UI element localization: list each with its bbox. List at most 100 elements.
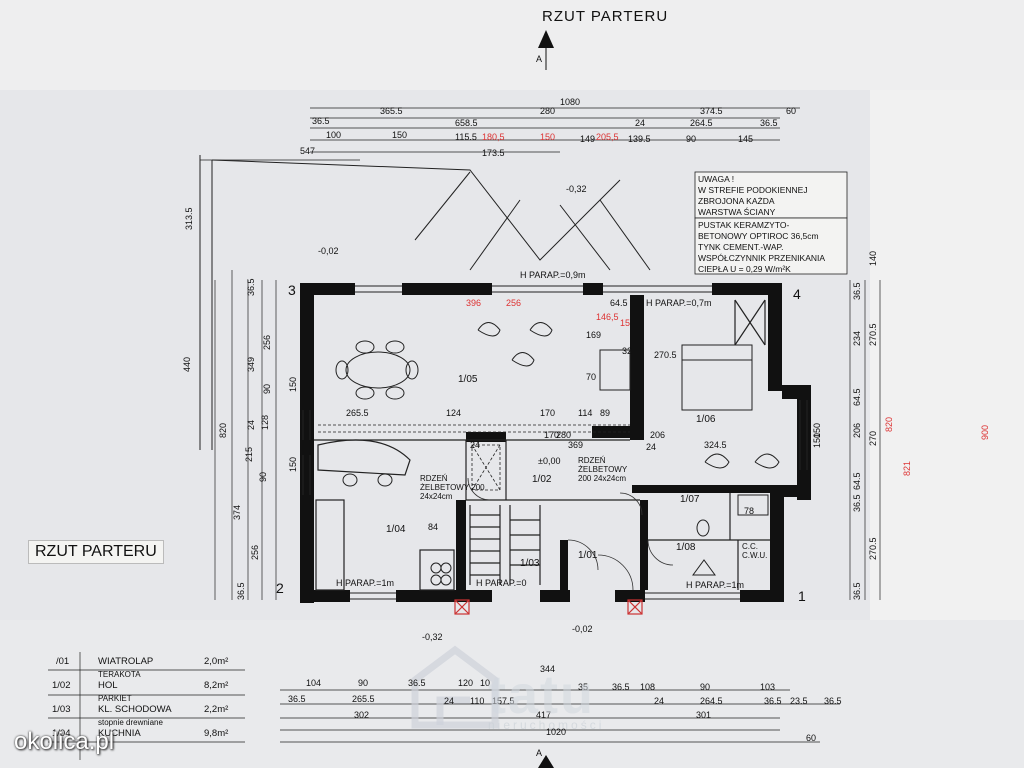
room-label-1-01: 1/01 (578, 550, 598, 561)
dimension-label: 145 (738, 134, 754, 144)
dimension-label: 89 (600, 408, 611, 418)
dimension-label: 110 (470, 696, 485, 706)
dimension-label: 658.5 (455, 118, 478, 128)
legend-no: /01 (56, 656, 70, 667)
legend-finish: PARKIET (98, 694, 132, 703)
dimension-label: 324.5 (704, 440, 727, 450)
warning-note: UWAGA ! W STREFIE PODOKIENNEJ ZBROJONA K… (698, 174, 848, 218)
dimension-label: 120 (458, 678, 474, 688)
room-label-1-05: 1/05 (458, 374, 478, 385)
dimension-label: 36.5 (312, 116, 330, 126)
dimension-label: 10 (480, 678, 491, 688)
legend-row: 1/03 KL. SCHODOWA 2,2m² (52, 704, 228, 715)
axis-marker: A (536, 748, 543, 758)
dimension-label: 90 (262, 383, 272, 394)
dimension-label: 270.5 (868, 537, 878, 560)
core-note: RDZEŃ ŻELBETOWY 200 24x24cm (578, 456, 628, 483)
dimension-label: 36.5 (852, 282, 862, 300)
dimension-label: 32 (622, 346, 633, 356)
dimension-label: 820 (218, 422, 228, 438)
dimension-label: 23.5 (790, 696, 808, 706)
dimension-label: 36.5 (764, 696, 782, 706)
dimension-label: 36.5 (246, 278, 256, 296)
parapet-note: H PARAP.=1m (336, 578, 394, 588)
left-dimension-lines (214, 270, 277, 600)
dimension-label: 36.5 (852, 494, 862, 512)
dimension-label: 369 (568, 440, 584, 450)
dimension-label: 24 (444, 696, 455, 706)
material-note: PUSTAK KERAMZYTO- BETONOWY OPTIROC 36,5c… (698, 220, 848, 275)
watermark-name: tatu (488, 665, 595, 725)
level-mark: -0,02 (318, 246, 339, 256)
legend-name: KL. SCHODOWA (98, 704, 172, 715)
material-line: CIEPŁA U = 0,29 W/m²K (698, 264, 791, 274)
dimension-label: 90 (358, 678, 369, 688)
room-label-1-03: 1/03 (520, 558, 540, 569)
axis-marker: 2 (276, 580, 284, 596)
exterior-walls (300, 283, 811, 603)
dimension-label: 15 (620, 318, 631, 328)
dimension-label: 150 (392, 130, 408, 140)
dimension-label: 24 (470, 440, 481, 450)
legend-row: 1/02 HOL 8,2m² (52, 680, 228, 691)
dimension-label: 344 (540, 664, 556, 674)
room-label-1-08: 1/08 (676, 542, 696, 553)
axis-marker: 3 (288, 282, 296, 298)
dimension-label: 280 (556, 430, 572, 440)
core-note: RDZEŃ ŻELBETOWY 200 24x24cm (420, 474, 485, 501)
legend-name: KUCHNIA (98, 728, 141, 739)
legend-finish: stopnie drewniane (98, 718, 163, 727)
dimension-label: 170 (544, 430, 560, 440)
axis-marker: 4 (793, 286, 801, 302)
dimension-label: 264.5 (700, 696, 723, 706)
top-dimension-lines (200, 107, 800, 161)
legend-frame (48, 652, 245, 760)
dimension-label: 70 (586, 372, 597, 382)
dimension-label: 270.5 (654, 350, 677, 360)
dimension-label: 90 (686, 134, 697, 144)
dimension-label: 374.5 (700, 106, 723, 116)
dimension-label: 64.5 (852, 388, 862, 406)
dimension-label: 205,5 (596, 132, 619, 142)
dimension-label: 36.5 (824, 696, 842, 706)
dimension-label: 149 (580, 134, 596, 144)
watermark-house-icon (411, 645, 499, 729)
dimension-label: 24 (635, 118, 646, 128)
door-swings (467, 477, 674, 591)
warning-line: UWAGA ! (698, 174, 735, 184)
dimension-label: 264.5 (690, 118, 713, 128)
dimension-label: 140 (868, 250, 878, 266)
legend-no: 1/03 (52, 704, 71, 715)
dimension-label: 206 (650, 430, 666, 440)
right-dimension-lines (849, 280, 881, 600)
level-mark: -0,32 (566, 184, 587, 194)
dimension-label: 265.5 (352, 694, 375, 704)
dimension-label: 24 (654, 696, 665, 706)
level-mark: -0,32 (422, 632, 443, 642)
material-line: WSPÓŁCZYNNIK PRZENIKANIA (698, 253, 826, 263)
dimension-label: 173.5 (482, 148, 505, 158)
dimension-label: 821 (902, 460, 912, 476)
dimension-label: 60 (806, 733, 817, 743)
legend-row: 1/04 KUCHNIA 9,8m² (52, 728, 228, 739)
dimension-label: 150 (540, 132, 556, 142)
dimension-label: 301 (696, 710, 712, 720)
section-marker-a (538, 30, 554, 768)
dimension-label: 180,5 (482, 132, 505, 142)
dimension-label: 313.5 (184, 207, 194, 230)
dimension-label: 256 (250, 544, 260, 560)
red-markers (454, 599, 643, 615)
dimension-label: 215 (244, 446, 254, 462)
brand-logo-text: okolica.pl (14, 728, 115, 755)
dimension-label: 157.5 (492, 696, 515, 706)
legend-area: 2,2m² (204, 704, 229, 715)
legend-no: 1/02 (52, 680, 71, 691)
dimension-label: 234 (852, 330, 862, 346)
dimension-label: 150 (812, 432, 822, 448)
dimension-label: 36.5 (236, 582, 246, 600)
dimension-label: 90 (700, 682, 711, 692)
watermark-sub: nieruchomości (488, 718, 605, 732)
dimension-label: 104 (306, 678, 322, 688)
dimension-label: 270.5 (868, 323, 878, 346)
